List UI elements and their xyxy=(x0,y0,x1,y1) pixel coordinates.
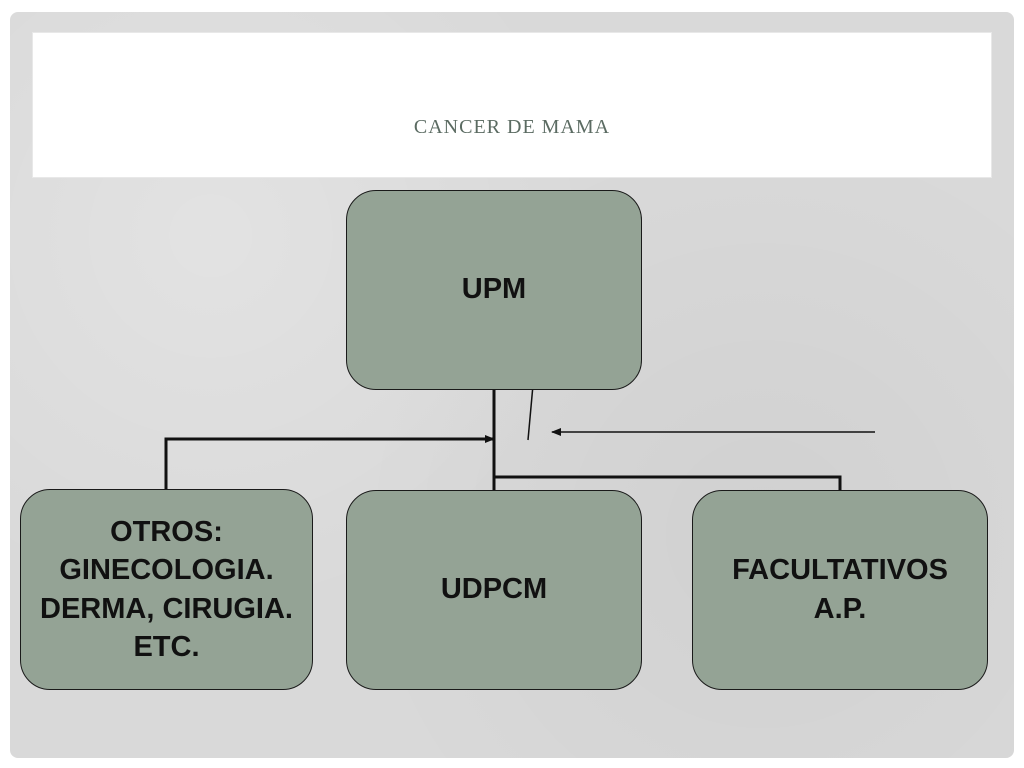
node-facultativos-label: FACULTATIVOS A.P. xyxy=(732,553,948,625)
title-band: CANCER DE MAMA xyxy=(32,32,992,178)
node-udpcm: UDPCM xyxy=(346,490,642,690)
node-facultativos: FACULTATIVOS A.P. xyxy=(692,490,988,690)
node-otros-label: OTROS: GINECOLOGIA. DERMA, CIRUGIA. ETC. xyxy=(40,515,293,663)
node-upm-label: UPM xyxy=(461,273,527,306)
slide-title: CANCER DE MAMA xyxy=(413,116,611,138)
node-upm: UPM xyxy=(346,190,642,390)
node-otros: OTROS: GINECOLOGIA. DERMA, CIRUGIA. ETC. xyxy=(20,489,313,690)
node-udpcm-label: UDPCM xyxy=(440,573,548,606)
